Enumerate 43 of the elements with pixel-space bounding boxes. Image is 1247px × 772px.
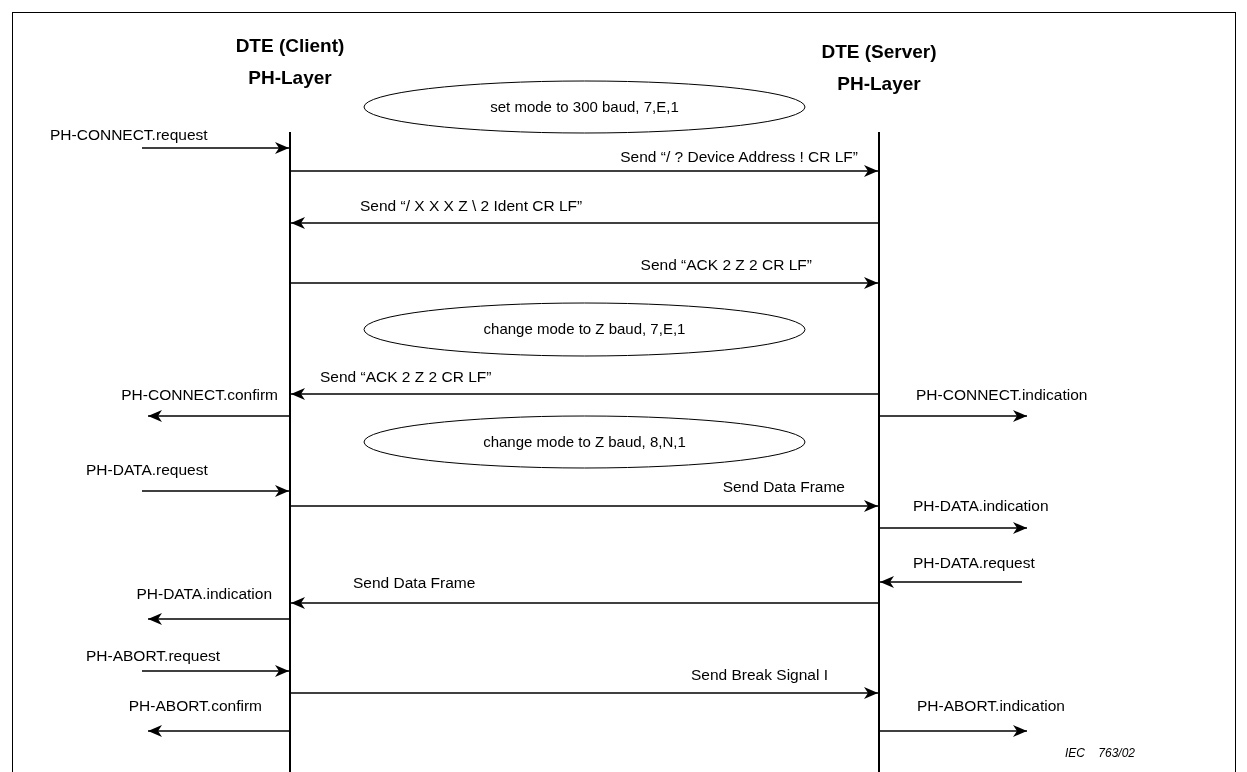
message-arrow [290, 277, 879, 289]
message-arrow [879, 725, 1028, 737]
message-arrow [290, 165, 879, 177]
message-arrow [879, 410, 1028, 422]
edge-label: PH-DATA.indication [136, 584, 272, 604]
message-arrow [147, 410, 292, 422]
lifeline-header: DTE (Server) PH-Layer [820, 40, 938, 96]
lifeline-header: DTE (Client) PH-Layer [234, 34, 346, 90]
edge-label: PH-ABORT.request [86, 646, 221, 666]
message-arrow [141, 485, 290, 497]
message-arrow [141, 142, 290, 154]
edge-label: Send Break Signal I [691, 665, 828, 685]
message-arrow [141, 665, 290, 677]
message-arrow [879, 576, 1023, 588]
ellipse-text: change mode to Z baud, 8,N,1 [483, 431, 686, 452]
edge-label: Send “/ ? Device Address ! CR LF” [620, 147, 858, 167]
message-arrow [147, 725, 292, 737]
edge-label: Send “ACK 2 Z 2 CR LF” [640, 255, 812, 275]
state-ellipse [363, 302, 806, 357]
ellipse-text: change mode to Z baud, 7,E,1 [483, 319, 686, 340]
message-arrow [290, 388, 879, 400]
figure-number: IEC 763/02 [1065, 745, 1136, 762]
edge-label: PH-CONNECT.indication [916, 385, 1088, 405]
edge-label: Send Data Frame [353, 573, 476, 593]
edge-label: Send Data Frame [722, 477, 845, 497]
message-arrow [290, 687, 879, 699]
edge-label: PH-ABORT.indication [917, 696, 1065, 716]
edge-label: PH-DATA.request [913, 553, 1035, 573]
ellipse-text: set mode to 300 baud, 7,E,1 [490, 96, 679, 117]
edge-label: PH-CONNECT.request [50, 125, 208, 145]
state-ellipse [363, 415, 806, 469]
state-ellipse [363, 80, 806, 134]
edge-label: PH-DATA.request [86, 460, 208, 480]
message-arrow [290, 597, 879, 609]
message-arrow [290, 217, 879, 229]
message-arrow [879, 522, 1028, 534]
message-arrow [290, 500, 879, 512]
edge-label: PH-DATA.indication [913, 496, 1049, 516]
edge-label: Send “/ X X X Z \ 2 Ident CR LF” [360, 196, 583, 216]
edge-label: Send “ACK 2 Z 2 CR LF” [320, 367, 492, 387]
edge-label: PH-CONNECT.confirm [121, 385, 278, 405]
edge-label: PH-ABORT.confirm [128, 696, 262, 716]
message-arrow [147, 613, 292, 625]
